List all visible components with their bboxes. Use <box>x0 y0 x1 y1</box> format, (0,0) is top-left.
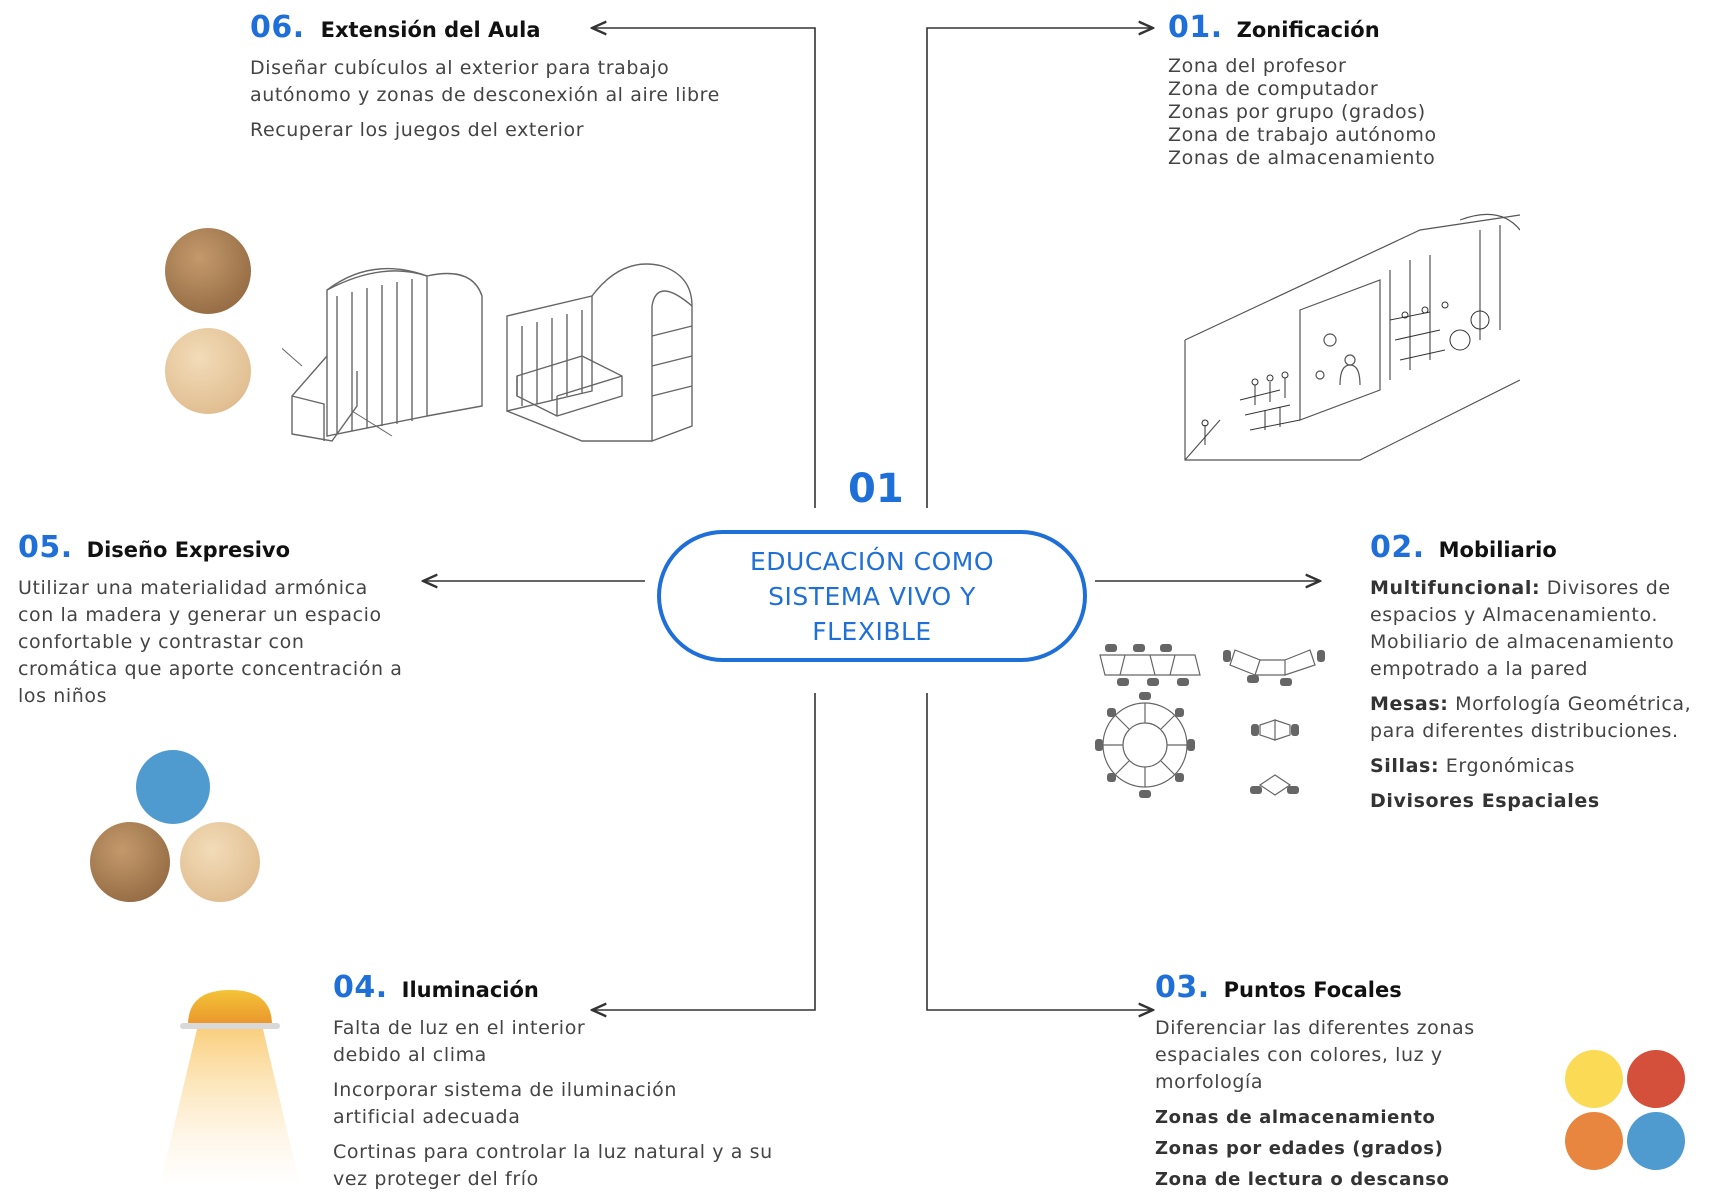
section-06-text-1: Diseñar cubículos al exterior para traba… <box>250 57 720 106</box>
section-06-title: Extensión del Aula <box>320 18 541 42</box>
center-line-3: FLEXIBLE <box>812 616 932 646</box>
zone-item: Zonas de almacenamiento <box>1168 147 1436 169</box>
blue-swatch <box>136 750 210 824</box>
section-04-text-1: Falta de luz en el interior debido al cl… <box>333 1017 586 1066</box>
section-04: 04. Iluminación Falta de luz en el inter… <box>333 970 793 1201</box>
classroom-sketch <box>1184 213 1520 461</box>
focal-item: Zonas por edades (grados) <box>1155 1138 1444 1159</box>
center-concept: EDUCACIÓN COMO SISTEMA VIVO Y FLEXIBLE <box>657 530 1087 662</box>
wood-light-swatch <box>165 328 251 414</box>
focal-item: Zona de lectura o descanso <box>1155 1169 1450 1190</box>
section-05-text: Utilizar una materialidad armónica con l… <box>18 577 403 707</box>
cubicle-sketch <box>282 263 693 443</box>
zone-item: Zona de computador <box>1168 78 1379 100</box>
lamp-icon <box>160 990 300 1185</box>
section-05: 05. Diseño Expresivo Utilizar una materi… <box>18 530 408 718</box>
wood-dark-swatch <box>90 822 170 902</box>
blue-swatch <box>1627 1112 1685 1170</box>
wood-light-swatch <box>180 822 260 902</box>
label-sillas: Sillas: <box>1370 755 1440 777</box>
section-05-number: 05. <box>18 530 73 565</box>
zone-item: Zona del profesor <box>1168 55 1347 77</box>
section-04-text-2: Incorporar sistema de iluminación artifi… <box>333 1079 677 1128</box>
section-02: 02. Mobiliario Multifuncional: Divisores… <box>1370 530 1710 823</box>
section-03-text: Diferenciar las diferentes zonas espacia… <box>1155 1017 1475 1093</box>
zone-item: Zona de trabajo autónomo <box>1168 124 1437 146</box>
section-06-text-2: Recuperar los juegos del exterior <box>250 119 585 141</box>
sillas-text: Ergonómicas <box>1445 755 1576 777</box>
section-01: 01. Zonificación Zona del profesor Zona … <box>1168 10 1568 170</box>
connector-03 <box>926 693 1153 1010</box>
focal-item: Zonas de almacenamiento <box>1155 1107 1436 1128</box>
label-divisores: Divisores Espaciales <box>1370 790 1600 812</box>
section-01-title: Zonificación <box>1236 18 1380 42</box>
section-05-title: Diseño Expresivo <box>86 538 291 562</box>
label-mesas: Mesas: <box>1370 693 1449 715</box>
section-06: 06. Extensión del Aula Diseñar cubículos… <box>250 10 730 152</box>
section-04-text-3: Cortinas para controlar la luz natural y… <box>333 1141 773 1190</box>
center-line-1: EDUCACIÓN COMO <box>750 546 994 576</box>
furniture-layouts <box>1095 644 1325 798</box>
multifuncional-text: Divisores de espacios y Almacenamiento. … <box>1370 577 1675 680</box>
zone-item: Zonas por grupo (grados) <box>1168 101 1426 123</box>
section-04-number: 04. <box>333 970 388 1005</box>
section-02-title: Mobiliario <box>1438 538 1557 562</box>
section-03-title: Puntos Focales <box>1223 978 1402 1002</box>
connector-06 <box>592 28 816 508</box>
section-02-number: 02. <box>1370 530 1425 565</box>
section-03: 03. Puntos Focales Diferenciar las difer… <box>1155 970 1535 1193</box>
center-line-2: SISTEMA VIVO Y <box>768 581 976 611</box>
red-swatch <box>1627 1050 1685 1108</box>
orange-swatch <box>1565 1112 1623 1170</box>
connector-04 <box>592 693 816 1010</box>
center-number: 01 <box>848 466 904 512</box>
yellow-swatch <box>1565 1050 1623 1108</box>
section-06-number: 06. <box>250 10 305 45</box>
section-03-number: 03. <box>1155 970 1210 1005</box>
wood-dark-swatch <box>165 228 251 314</box>
connector-01 <box>926 28 1153 508</box>
mesas-text: Morfología Geométrica, para diferentes d… <box>1370 693 1692 742</box>
label-multifuncional: Multifuncional: <box>1370 577 1541 599</box>
section-04-title: Iluminación <box>401 978 539 1002</box>
section-01-number: 01. <box>1168 10 1223 45</box>
